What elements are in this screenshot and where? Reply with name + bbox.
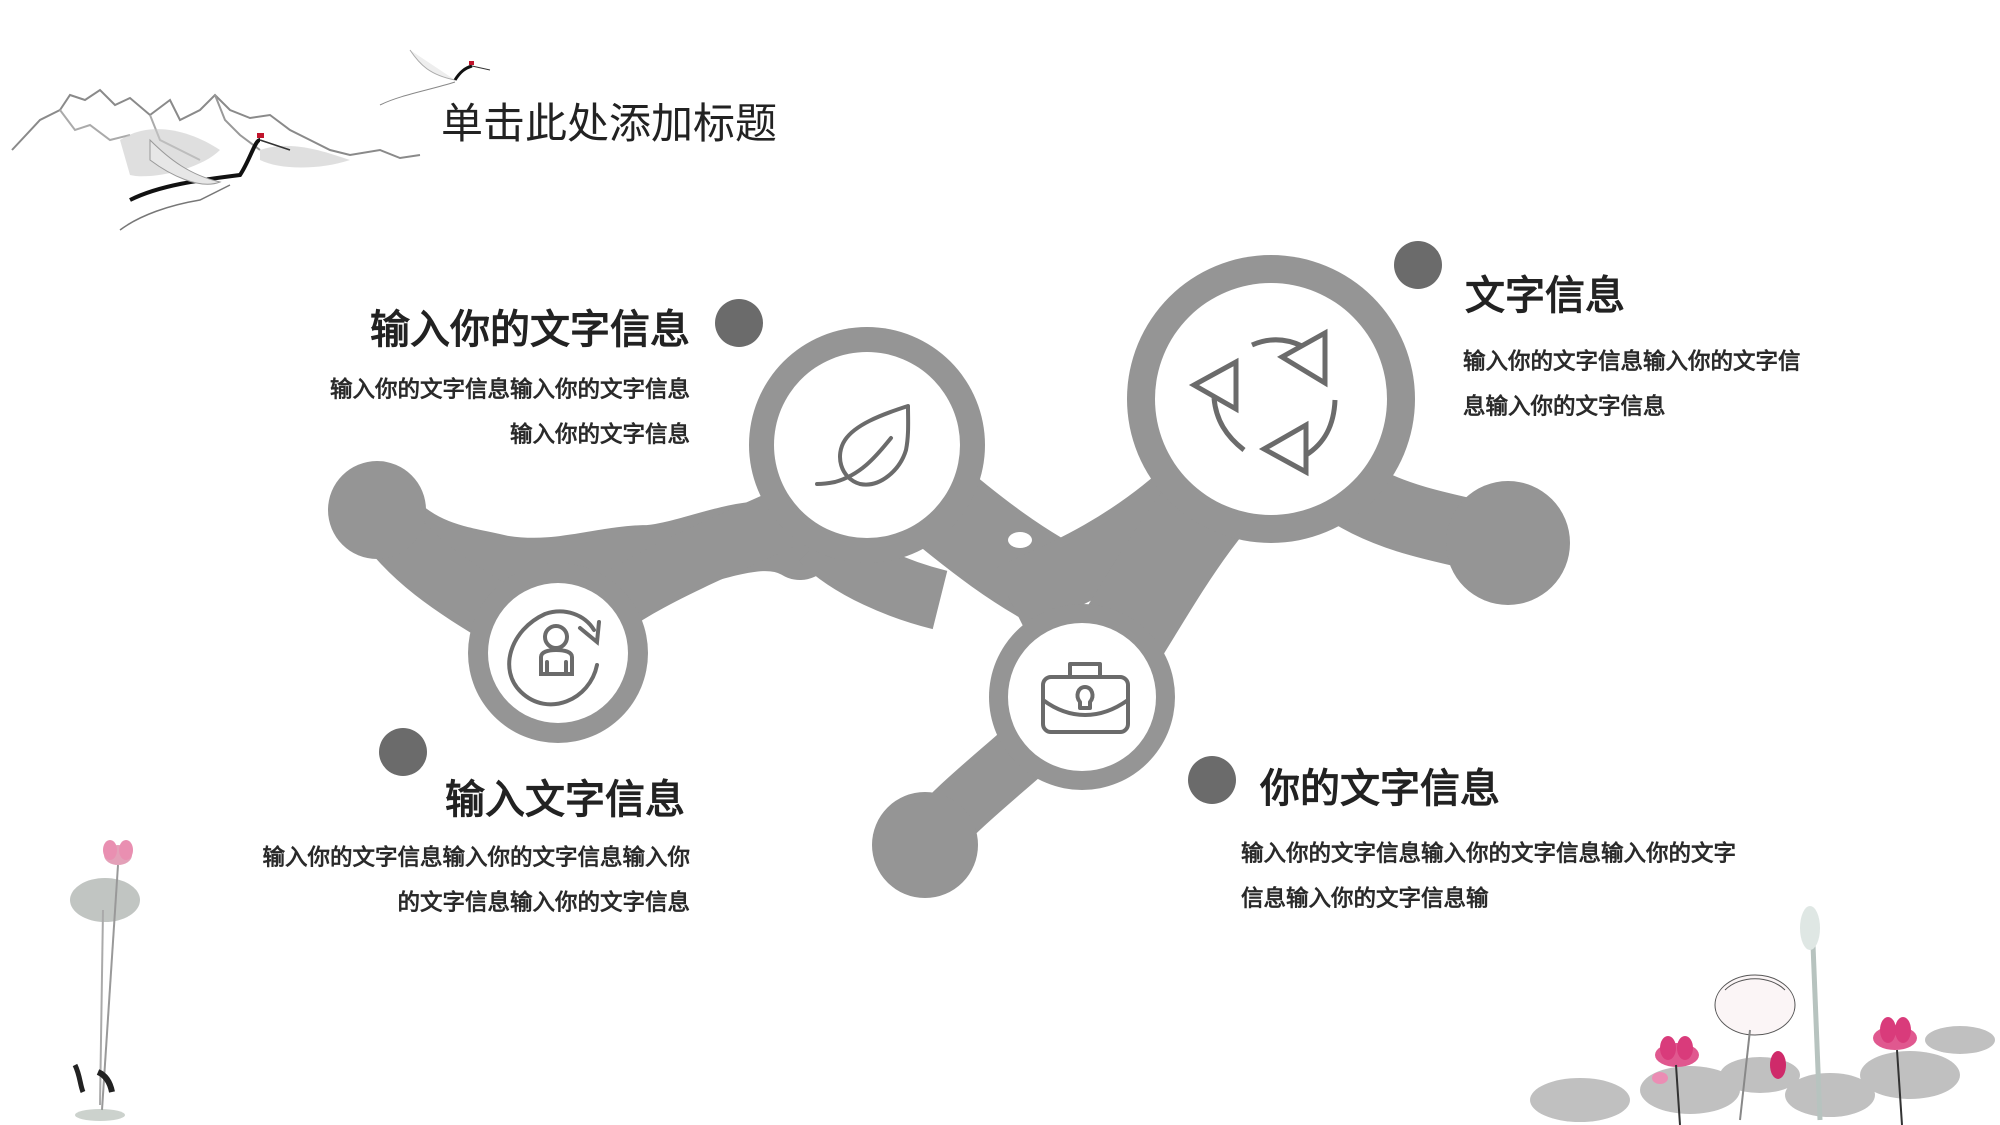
briefcase-icon xyxy=(1041,662,1130,734)
lotus-pond-decoration-right xyxy=(1530,906,1995,1125)
lotus-fish-decoration-left xyxy=(70,840,140,1121)
body-line: 息输入你的文字信息 xyxy=(1463,394,1666,420)
user-refresh-icon xyxy=(507,609,601,707)
item-heading-top-left[interactable]: 输入你的文字信息 xyxy=(370,307,690,353)
recycle-icon xyxy=(1188,328,1338,477)
item-body-top-right[interactable]: 输入你的文字信息输入你的文字信 息输入你的文字信息 xyxy=(1463,340,1801,430)
item-heading-bottom-left[interactable]: 输入文字信息 xyxy=(445,777,685,823)
accent-dot-bottom-right xyxy=(1188,756,1236,804)
item-body-bottom-right[interactable]: 输入你的文字信息输入你的文字信息输入你的文字 信息输入你的文字信息输 xyxy=(1241,832,1736,922)
item-body-top-left[interactable]: 输入你的文字信息输入你的文字信息 输入你的文字信息 xyxy=(330,368,690,458)
accent-dot-top-left xyxy=(715,299,763,347)
leaf-node xyxy=(774,352,960,538)
accent-dot-bottom-left xyxy=(379,728,427,776)
body-line: 输入你的文字信息输入你的文字信息 xyxy=(329,377,690,403)
item-heading-top-right[interactable]: 文字信息 xyxy=(1465,273,1625,319)
slide-title[interactable]: 单击此处添加标题 xyxy=(441,99,778,148)
item-body-bottom-left[interactable]: 输入你的文字信息输入你的文字信息输入你 的文字信息输入你的文字信息 xyxy=(262,836,690,926)
body-line: 输入你的文字信息输入你的文字信 xyxy=(1463,349,1801,375)
body-line: 的文字信息输入你的文字信息 xyxy=(397,890,690,916)
accent-dot-top-right xyxy=(1394,241,1442,289)
body-line: 信息输入你的文字信息输 xyxy=(1241,886,1489,912)
recycle-node xyxy=(1155,283,1387,515)
leaf-icon xyxy=(815,404,911,487)
user-node xyxy=(488,583,628,723)
body-line: 输入你的文字信息 xyxy=(509,422,690,448)
body-line: 输入你的文字信息输入你的文字信息输入你的文字 xyxy=(1241,841,1737,867)
body-line: 输入你的文字信息输入你的文字信息输入你 xyxy=(262,845,690,871)
item-heading-bottom-right[interactable]: 你的文字信息 xyxy=(1260,766,1500,812)
briefcase-node xyxy=(1008,623,1156,771)
mountains-cranes-decoration xyxy=(11,49,491,231)
